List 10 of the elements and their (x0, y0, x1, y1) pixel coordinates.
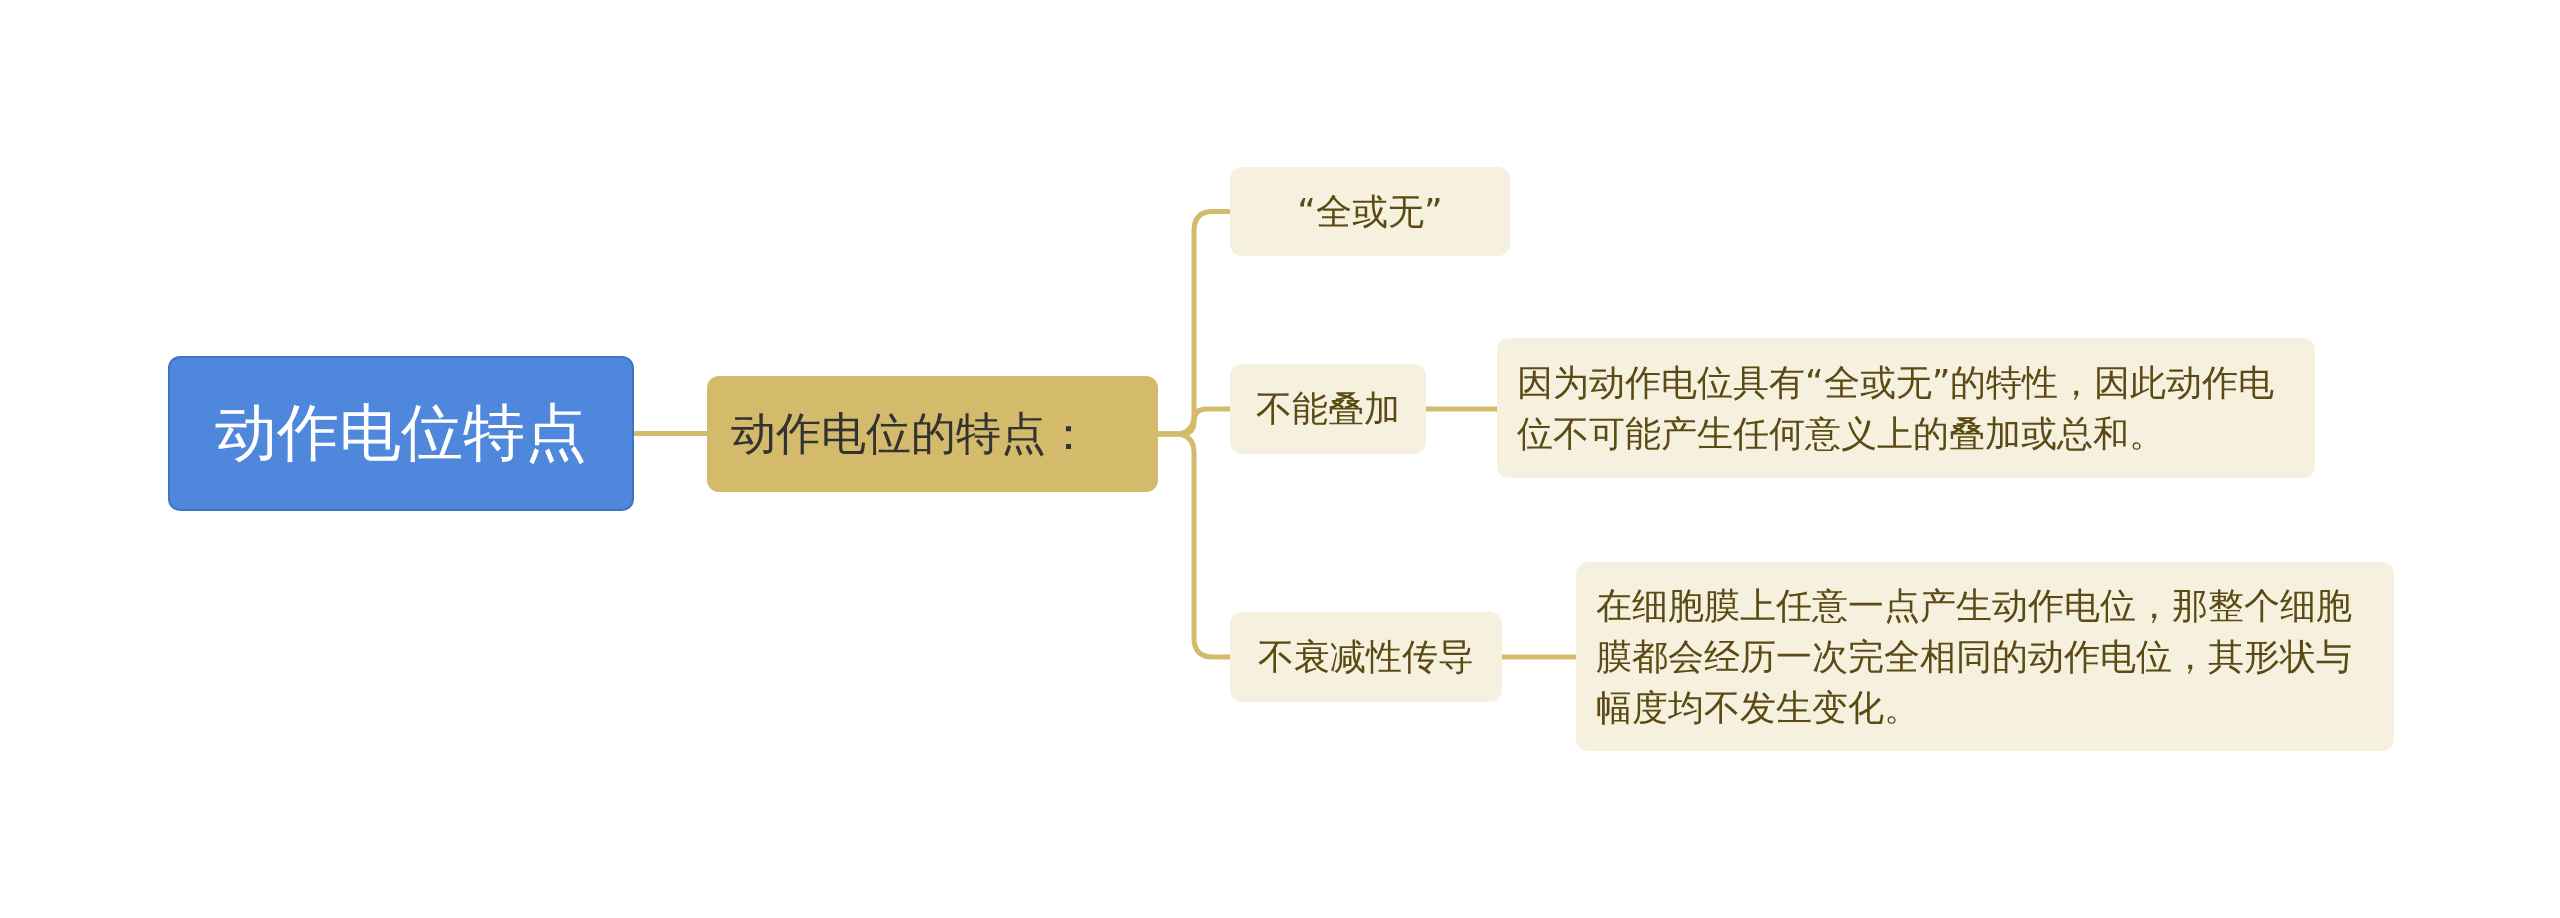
main-topic-box: 动作电位的特点： (707, 376, 1158, 492)
connector-line (1426, 406, 1497, 412)
central-topic-box: 动作电位特点 (168, 356, 634, 511)
connector-line (1502, 654, 1576, 660)
subtopic-box: 不衰减性传导 (1230, 612, 1502, 702)
subtopic-box: 不能叠加 (1230, 364, 1426, 454)
subtopic-box: “全或无” (1230, 167, 1510, 256)
note-box: 在细胞膜上任意一点产生动作电位，那整个细胞膜都会经历一次完全相同的动作电位，其形状与幅度均不发生变化。 (1576, 562, 2394, 751)
note-box: 因为动作电位具有“全或无”的特性，因此动作电位不可能产生任何意义上的叠加或总和。 (1497, 338, 2315, 478)
connector-line (634, 431, 707, 436)
